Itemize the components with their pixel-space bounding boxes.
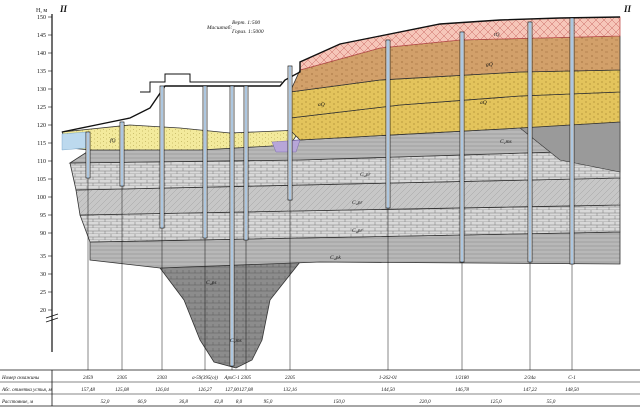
layer-label-gq: gQ [486,62,493,68]
table-cell-elevation: 157,48 [81,388,95,393]
layer-label-c2ps: C₂ps [206,280,216,286]
ground-line [61,16,621,133]
layer-label-aq-2: aQ [480,100,487,106]
table-cell-borehole: 1/2180 [455,376,469,381]
water-lens-2 [271,139,301,153]
layer-label-tq: tQ [494,32,500,38]
table-cell-borehole: а-59(395(о)) [192,376,218,381]
axis-tick-label: 150 [37,15,46,21]
axis-tick-label: 90 [40,231,46,237]
axis-tick-label: 105 [37,177,46,183]
axis-unit-label: H, м [36,8,47,14]
table-row-label-distance: Расстояние, м [1,400,34,405]
table-cell-distance: 220,0 [419,400,431,405]
borehole [159,85,165,229]
table-cell-distance: 125,0 [490,400,502,405]
table-cell-borehole: 2303 [157,376,168,381]
axis-tick-label: 120 [37,123,46,129]
axis-tick-label: 115 [37,141,46,147]
axis-tick-label: 25 [40,290,46,296]
elevation-axis: 150 145 140 135 130 125 120 115 110 105 100 95 90 35 3… [37,14,59,352]
table-cell-elevation: 144,50 [381,388,395,393]
table-cell-distance: 36,8 [179,400,188,405]
table-cell-borehole: 1-262-01 [379,376,397,381]
section-table: Номер скважины Абс. отметка устья, м Рас… [0,369,640,407]
table-row-label-borehole: Номер скважины [1,376,40,381]
axis-tick-label: 110 [37,159,46,165]
table-cell-borehole: 2305 [241,376,252,381]
borehole [385,39,391,209]
structure-outline [140,73,282,93]
layer-label-c2ms-deep: C₂ms [230,338,242,344]
axis-tick-label: 95 [40,213,46,219]
axis-tick-label: 125 [37,105,46,111]
borehole [119,121,125,187]
borehole [243,85,249,241]
axis-tick-label: 100 [37,195,46,201]
layer-label-c2pr-1: C₂pr [360,172,371,178]
section-label-right: II [623,4,632,14]
table-cell-borehole: С-1 [568,376,576,381]
table-cell-borehole: 2459 [83,376,94,381]
axis-tick-label: 130 [37,87,46,93]
layer-label-aq: aQ [318,102,325,108]
table-cell-borehole: 2305 [117,376,128,381]
table-cell-distance: 8,0 [236,400,243,405]
table-cell-distance: 150,0 [333,400,345,405]
axis-tick-label: 30 [40,272,46,278]
axis-tick-label: 20 [40,308,46,314]
axis-tick-label: 140 [37,51,46,57]
layer-label-c2pr-2: C₂pr [352,200,363,206]
borehole [459,31,465,263]
table-cell-distance: 66,9 [138,400,147,405]
table-cell-elevation: 127,08 [239,388,253,393]
table-cell-elevation: 147,22 [523,388,537,393]
table-cell-borehole: 2205 [285,376,296,381]
layer-label-fq: fQ [110,137,116,144]
scale-vertical: Верт. 1:500 [232,20,260,26]
table-cell-borehole: 2/34а [524,376,536,381]
table-cell-elevation: 148,50 [565,388,579,393]
station-lines [87,178,573,370]
layer-labels: tQ gQ aQ aQ fQ C₂ms C₂pr C₂pr C₂pr C₂pk … [110,32,512,344]
table-cell-distance: 42,8 [214,400,223,405]
layer-label-c2pr-3: C₂pr [352,228,363,234]
table-cell-elevation: 132,16 [283,388,297,393]
table-cell-distance: 55,0 [547,400,556,405]
table-cell-elevation: 127,00 [225,388,239,393]
scale-horizontal: Гориз. 1:5000 [231,29,264,35]
water-lens [61,131,87,151]
boreholes [85,17,575,367]
table-cell-distance: 52,0 [101,400,110,405]
table-cell-elevation: 125,08 [115,388,129,393]
axis-tick-label: 145 [37,33,46,39]
borehole [202,85,208,239]
scale-title: Масштаб: [206,24,232,31]
table-row-label-elevation: Абс. отметка устья, м [1,388,52,393]
table-cell-elevation: 126,27 [198,388,212,393]
table-cell-elevation: 126,04 [155,388,169,393]
table-cell-distance: 95,0 [264,400,273,405]
borehole [527,21,533,263]
axis-tick-label: 135 [37,69,46,75]
borehole [229,85,235,367]
scale-note: Масштаб: Верт. 1:500 Гориз. 1:5000 [206,20,264,35]
table-cell-elevation: 146,78 [455,388,469,393]
layer-label-c2ms: C₂ms [500,139,512,145]
layer-label-c2pk: C₂pk [330,255,341,261]
table-cell-borehole: АрхС-1 [223,376,239,381]
section-label-left: II [59,4,68,14]
borehole [569,17,575,265]
borehole [287,65,293,201]
axis-tick-label: 35 [40,254,46,260]
borehole [85,131,91,179]
strata [61,16,621,369]
